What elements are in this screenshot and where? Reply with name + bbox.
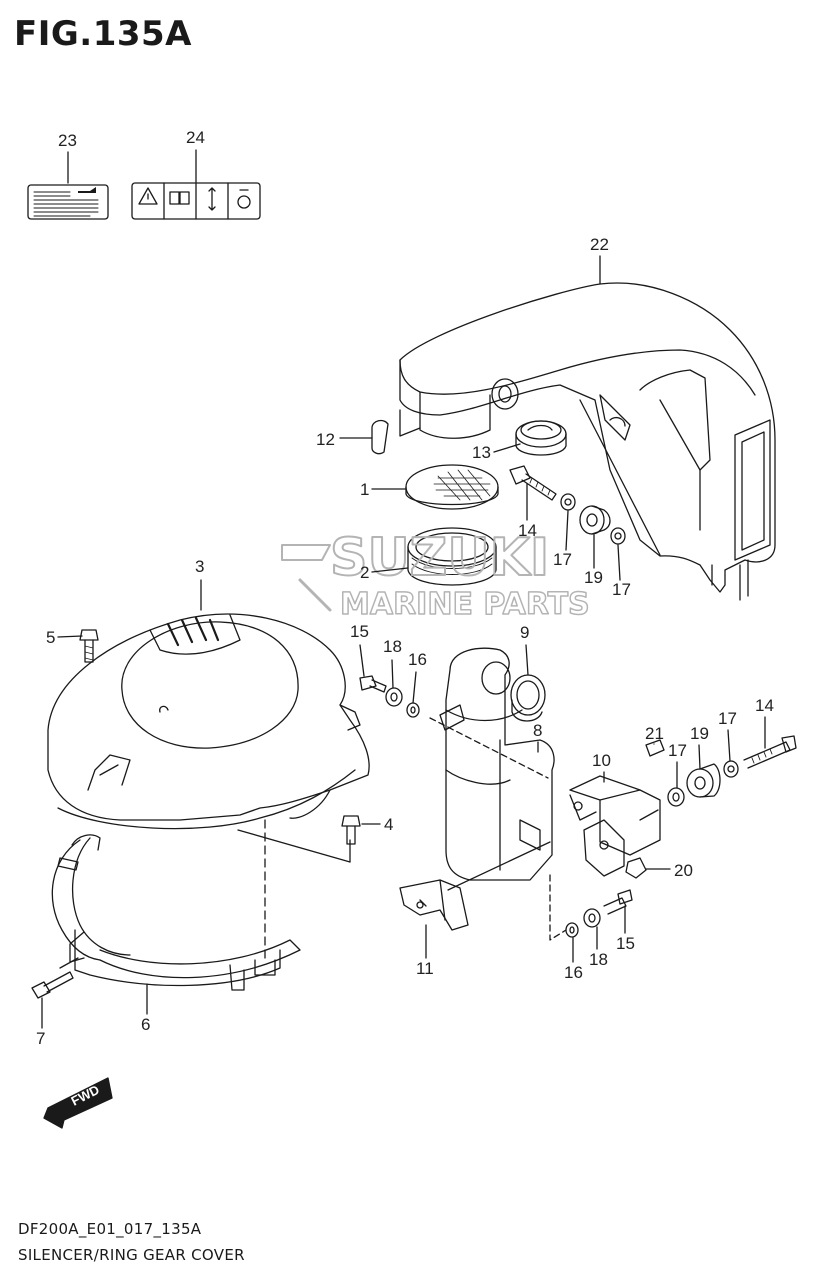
callout-11: 11 <box>416 959 434 978</box>
bracket-10-part <box>569 775 661 877</box>
callout-8: 8 <box>533 721 542 740</box>
callout-10: 10 <box>592 751 611 770</box>
bracket-11-part <box>399 841 551 931</box>
callout-4: 4 <box>384 815 393 834</box>
seal-9-part <box>510 674 546 722</box>
callout-6: 6 <box>141 1015 150 1034</box>
callout-23: 23 <box>58 131 77 150</box>
collar-part <box>579 505 611 535</box>
watermark-subtitle: MARINE PARTS <box>340 587 590 622</box>
silencer-body-part <box>445 647 555 881</box>
callout-24: 24 <box>186 128 205 147</box>
callout-12: 12 <box>316 430 335 449</box>
clip-20-part <box>625 857 647 879</box>
watermark: SUZUKI MARINE PARTS <box>281 527 590 623</box>
fastener-group-mid <box>359 675 549 779</box>
warning-label-part <box>131 182 261 220</box>
callout-20: 20 <box>674 861 693 880</box>
callout-14-upper: 14 <box>518 521 537 540</box>
callout-13: 13 <box>472 443 491 462</box>
callout-2: 2 <box>360 563 369 582</box>
callout-14-right: 14 <box>755 696 774 715</box>
bolt-5-part <box>79 629 99 663</box>
screen-part <box>405 464 499 510</box>
ring-gear-cover-lower-part <box>51 834 301 991</box>
ring-gear-cover-part <box>47 613 370 830</box>
manual-book-icon <box>169 191 190 205</box>
screw-21-part <box>645 739 665 757</box>
silencer-duct-part <box>399 282 776 601</box>
callout-15-low: 15 <box>616 934 635 953</box>
figure-code: DF200A_E01_017_135A <box>18 1220 202 1238</box>
grommet-part <box>515 420 567 456</box>
bolt-4-part <box>341 815 361 845</box>
circle-icon <box>237 195 251 209</box>
seal-ring-part <box>407 527 497 586</box>
figure-caption: SILENCER/RING GEAR COVER <box>18 1246 245 1264</box>
callout-16-mid: 16 <box>408 650 427 669</box>
bolt-7-part <box>31 971 74 999</box>
callout-19-right: 19 <box>690 724 709 743</box>
fwd-arrow-icon <box>43 1077 113 1129</box>
callout-1: 1 <box>360 480 369 499</box>
callout-17-b: 17 <box>612 580 631 599</box>
callout-16-low: 16 <box>564 963 583 982</box>
oil-can-icon <box>78 187 96 193</box>
callout-7: 7 <box>36 1029 45 1048</box>
callout-18-mid: 18 <box>383 637 402 656</box>
fastener-group-right <box>667 735 797 807</box>
callout-17-d: 17 <box>718 709 737 728</box>
callout-18-low: 18 <box>589 950 608 969</box>
callout-21: 21 <box>645 724 664 743</box>
callout-9: 9 <box>520 623 529 642</box>
callout-17-a: 17 <box>553 550 572 569</box>
callout-22: 22 <box>590 235 609 254</box>
callout-3: 3 <box>195 557 204 576</box>
up-down-arrow-icon <box>208 187 216 211</box>
callout-19-upper: 19 <box>584 568 603 587</box>
fastener-group-low <box>565 889 633 938</box>
warning-triangle-icon <box>138 187 158 205</box>
watermark-brand: SUZUKI <box>330 528 549 588</box>
clip-part <box>371 419 389 455</box>
callout-17-c: 17 <box>668 741 687 760</box>
oil-label-part <box>27 184 109 220</box>
washer-part <box>560 493 576 511</box>
bolt-upper-part <box>509 465 557 501</box>
callout-15-mid: 15 <box>350 622 369 641</box>
figure-title: FIG.135A <box>14 14 192 54</box>
callout-5: 5 <box>46 628 55 647</box>
